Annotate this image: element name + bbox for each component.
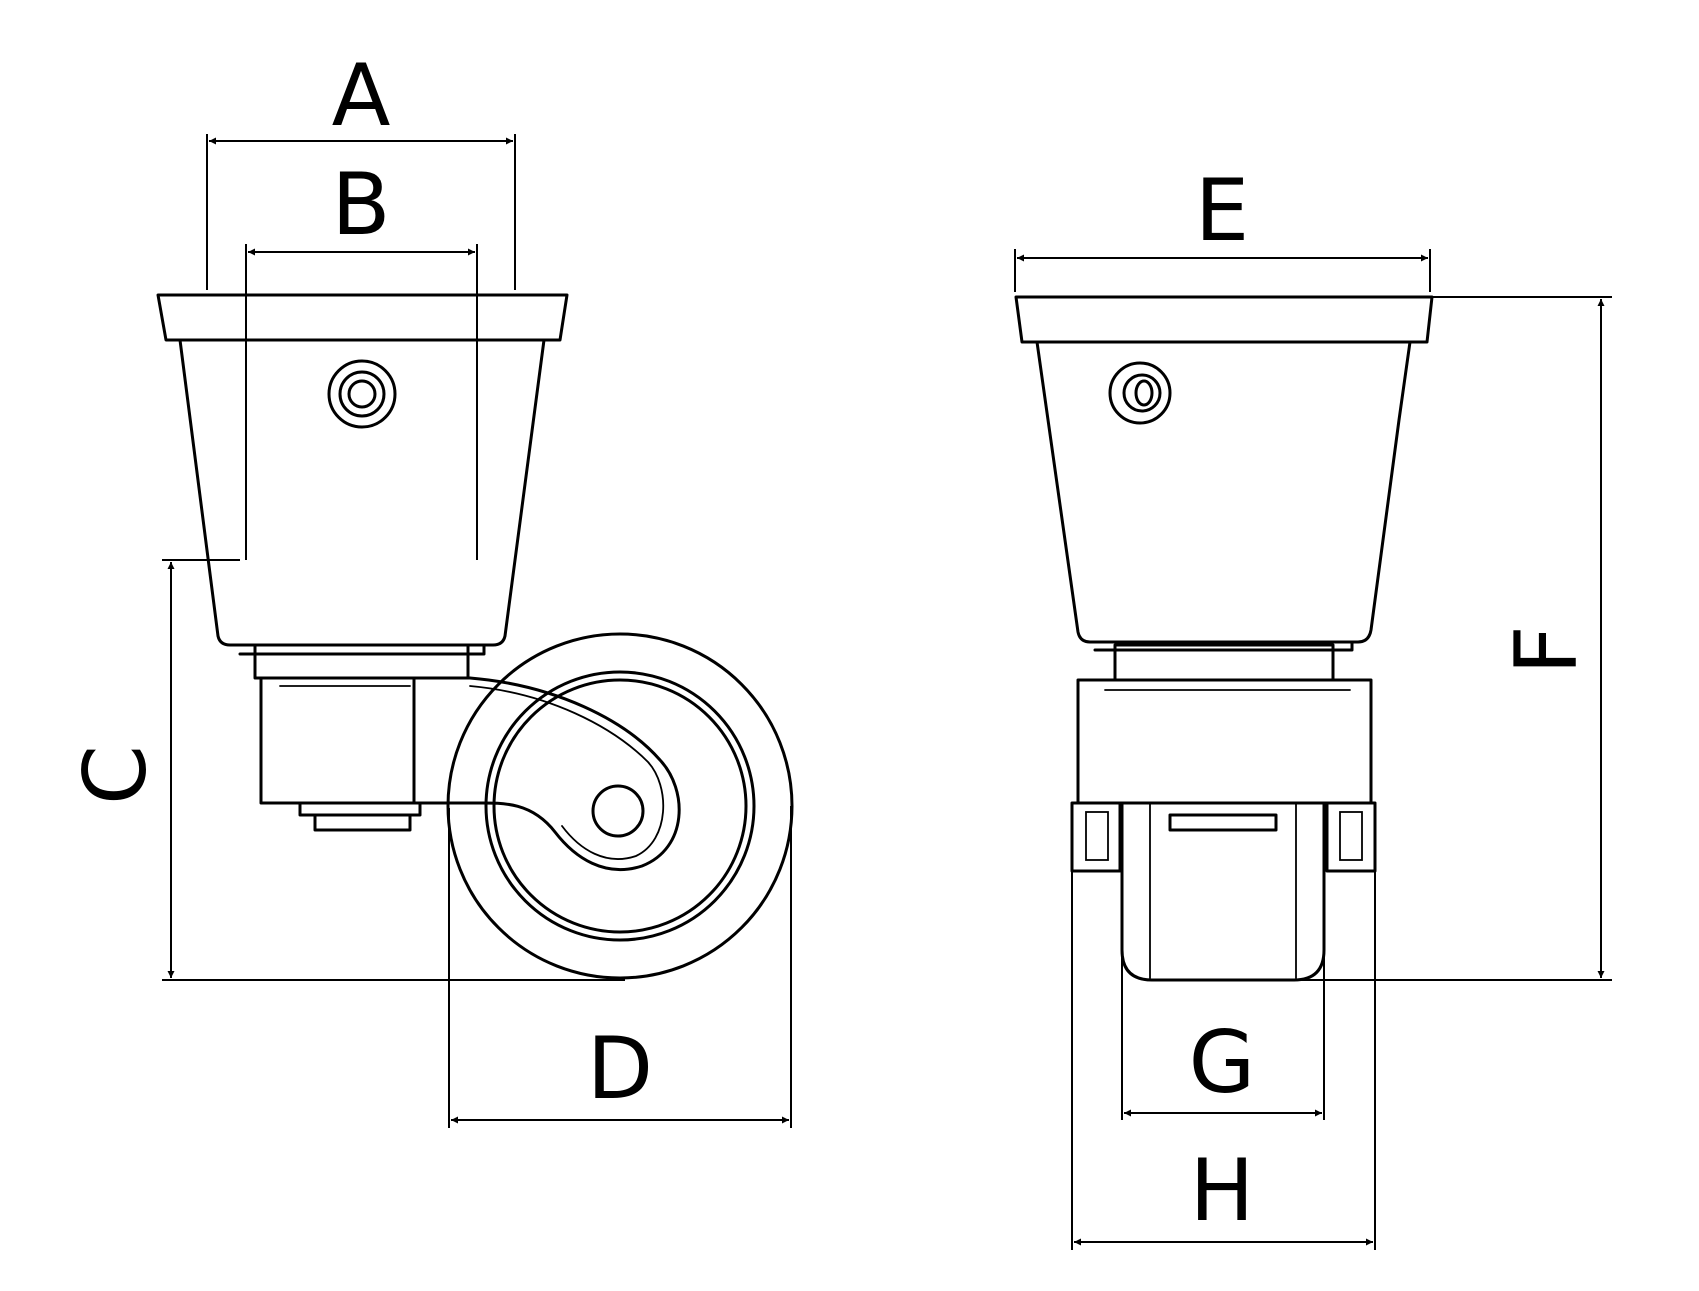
dimension-label-a: A bbox=[332, 46, 391, 146]
front-view-fork-leg-right bbox=[1325, 801, 1377, 873]
side-view-fork-arm bbox=[412, 676, 681, 872]
front-view-set-screw bbox=[1108, 361, 1172, 425]
side-view-swivel-housing bbox=[259, 676, 416, 805]
dimension-label-g: G bbox=[1189, 1013, 1256, 1113]
front-view-dimensions: E F G H bbox=[1014, 161, 1612, 1250]
side-view-neck bbox=[253, 643, 470, 680]
side-view-wheel bbox=[446, 632, 794, 980]
front-view-cup-body bbox=[1035, 340, 1412, 644]
dimension-label-h: H bbox=[1190, 1141, 1255, 1241]
side-view-top-plate bbox=[156, 293, 569, 342]
side-view-kingpin-nut bbox=[298, 801, 422, 832]
side-view bbox=[156, 293, 794, 980]
dimension-label-e: E bbox=[1195, 161, 1249, 261]
front-view-swivel-housing bbox=[1076, 678, 1373, 805]
side-view-cup-body bbox=[178, 338, 546, 647]
front-view-top-plate bbox=[1014, 295, 1434, 344]
front-view bbox=[1014, 295, 1434, 982]
dimension-label-b: B bbox=[332, 155, 391, 255]
dimension-label-c: C bbox=[66, 745, 166, 805]
dimension-label-f: F bbox=[1497, 625, 1597, 674]
dimension-label-d: D bbox=[587, 1019, 653, 1119]
side-view-axle bbox=[591, 784, 645, 838]
side-view-dimensions: A B C D bbox=[66, 46, 792, 1128]
side-view-set-screw bbox=[327, 359, 397, 429]
front-view-fork-leg-left bbox=[1070, 801, 1122, 873]
